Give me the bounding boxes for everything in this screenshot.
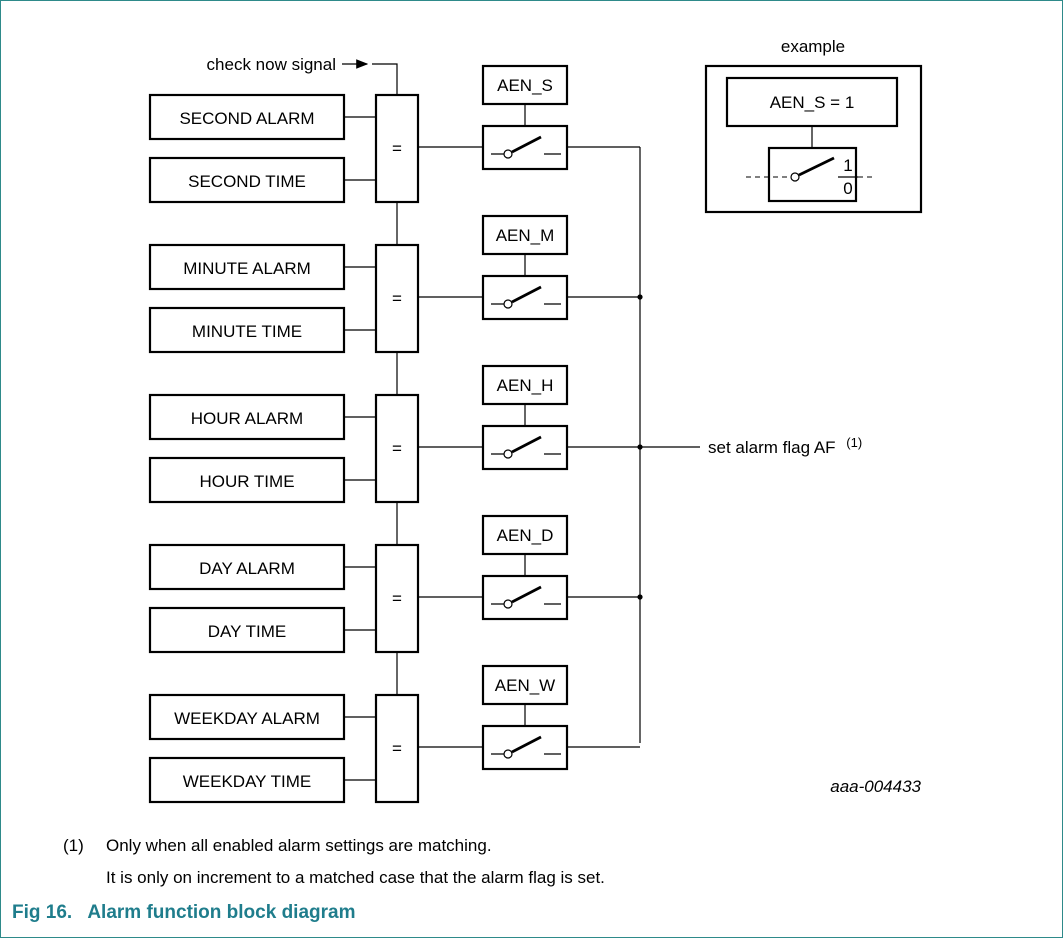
alarm-register-label: WEEKDAY ALARM bbox=[174, 709, 320, 728]
alarm-register-box bbox=[148, 543, 346, 591]
alarm-register-label: MINUTE ALARM bbox=[183, 259, 311, 278]
example-switch-pivot bbox=[790, 172, 800, 182]
comparator-input-line bbox=[344, 566, 376, 631]
enable-bit-label: AEN_H bbox=[497, 376, 554, 395]
note-number: (1) bbox=[63, 836, 84, 855]
alarm-register-label: HOUR ALARM bbox=[191, 409, 303, 428]
enable-bit-label: AEN_W bbox=[495, 676, 555, 695]
enable-bit-label: AEN_S bbox=[497, 76, 553, 95]
switch-blade bbox=[511, 285, 542, 304]
caption-number: Fig 16. bbox=[12, 902, 73, 923]
enable-bit-box bbox=[481, 364, 569, 406]
enable-bit-label: AEN_D bbox=[497, 526, 554, 545]
caption-title: Alarm function block diagram bbox=[87, 902, 356, 923]
comparator-input-line bbox=[344, 416, 376, 481]
example-switch-on-label: 1 bbox=[843, 156, 852, 175]
switch-pivot bbox=[503, 599, 513, 609]
check-now-signal-label: check now signal bbox=[207, 55, 336, 74]
junction-dot bbox=[637, 444, 643, 450]
switch-box bbox=[481, 574, 569, 621]
example-switch-blade bbox=[798, 156, 835, 177]
time-register-box bbox=[148, 756, 346, 804]
time-register-label: HOUR TIME bbox=[199, 472, 294, 491]
switch-box bbox=[481, 424, 569, 471]
switch-box bbox=[481, 274, 569, 321]
example-title: example bbox=[781, 37, 845, 56]
comparator-input-line bbox=[344, 716, 376, 781]
comparator-symbol: = bbox=[392, 439, 402, 458]
time-register-label: SECOND TIME bbox=[188, 172, 306, 191]
switch-blade bbox=[511, 435, 542, 454]
check-now-signal-line bbox=[372, 63, 398, 95]
switch-pivot bbox=[503, 449, 513, 459]
switch-box bbox=[481, 124, 569, 171]
enable-bit-label: AEN_M bbox=[496, 226, 555, 245]
alarm-register-label: SECOND ALARM bbox=[179, 109, 314, 128]
figure-id: aaa-004433 bbox=[830, 777, 921, 796]
comparator-box bbox=[374, 693, 420, 804]
example-register-label: AEN_S = 1 bbox=[770, 93, 855, 112]
enable-bit-box bbox=[481, 664, 569, 706]
time-register-box bbox=[148, 306, 346, 354]
comparator-box bbox=[374, 93, 420, 204]
junction-dot bbox=[637, 594, 643, 600]
switch-box bbox=[481, 724, 569, 771]
switch-pivot bbox=[503, 149, 513, 159]
time-register-box bbox=[148, 456, 346, 504]
comparator-input-line bbox=[344, 266, 376, 331]
svg-text:set alarm flag AF (1): set alarm flag AF (1) bbox=[708, 435, 862, 457]
comparator-box bbox=[374, 243, 420, 354]
time-register-label: MINUTE TIME bbox=[192, 322, 302, 341]
example-switch-box bbox=[767, 146, 858, 203]
switch-pivot bbox=[503, 299, 513, 309]
alarm-block-diagram: check now signal SECOND ALARM SECOND TIME… bbox=[148, 37, 923, 804]
alarm-register-box bbox=[148, 93, 346, 141]
alarm-register-box bbox=[148, 393, 346, 441]
time-register-box bbox=[148, 606, 346, 654]
switch-blade bbox=[511, 585, 542, 604]
junction-dot bbox=[637, 294, 643, 300]
time-register-label: DAY TIME bbox=[208, 622, 286, 641]
switch-blade bbox=[511, 735, 542, 754]
output-note-ref: (1) bbox=[846, 435, 862, 450]
enable-bit-box bbox=[481, 64, 569, 106]
example-box bbox=[704, 64, 923, 214]
comparator-symbol: = bbox=[392, 739, 402, 758]
time-register-label: WEEKDAY TIME bbox=[183, 772, 311, 791]
output-label: set alarm flag AF bbox=[708, 438, 836, 457]
comparator-input-line bbox=[344, 116, 376, 181]
alarm-groups: SECOND ALARM SECOND TIME = AEN_S MINUTE ALAR… bbox=[148, 64, 640, 804]
comparator-symbol: = bbox=[392, 589, 402, 608]
example-switch-off-label: 0 bbox=[843, 179, 852, 198]
note-line-1: Only when all enabled alarm settings are… bbox=[106, 836, 492, 855]
comparator-symbol: = bbox=[392, 139, 402, 158]
comparator-symbol: = bbox=[392, 289, 402, 308]
switch-blade bbox=[511, 135, 542, 154]
alarm-register-label: DAY ALARM bbox=[199, 559, 295, 578]
switch-pivot bbox=[503, 749, 513, 759]
figure-caption: Fig 16. Alarm function block diagram bbox=[12, 902, 355, 924]
note-line-2: It is only on increment to a matched cas… bbox=[106, 868, 605, 887]
